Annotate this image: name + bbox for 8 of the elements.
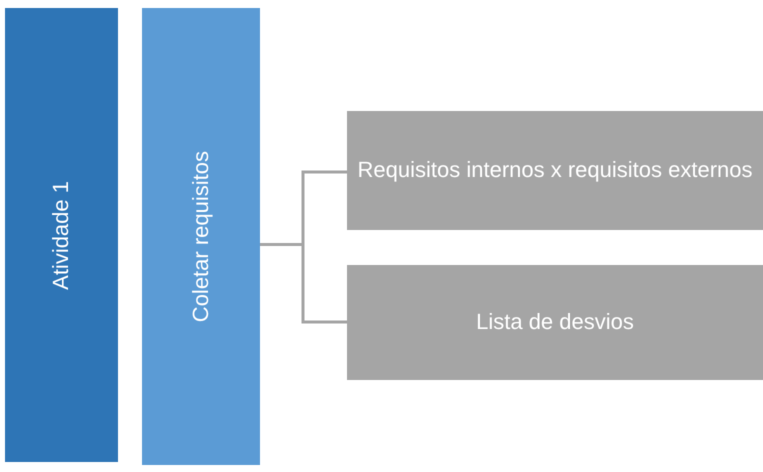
- rotated-label: Coletar requisitos: [186, 150, 214, 322]
- output-box: [347, 265, 763, 380]
- box-label: Requisitos internos x requisitos externos: [356, 156, 754, 184]
- activity-bar: [5, 8, 118, 462]
- rotated-label: Atividade 1: [47, 180, 74, 290]
- output-box: [347, 111, 763, 230]
- box-label: Lista de desvios: [475, 308, 635, 336]
- task-bar: [142, 8, 260, 465]
